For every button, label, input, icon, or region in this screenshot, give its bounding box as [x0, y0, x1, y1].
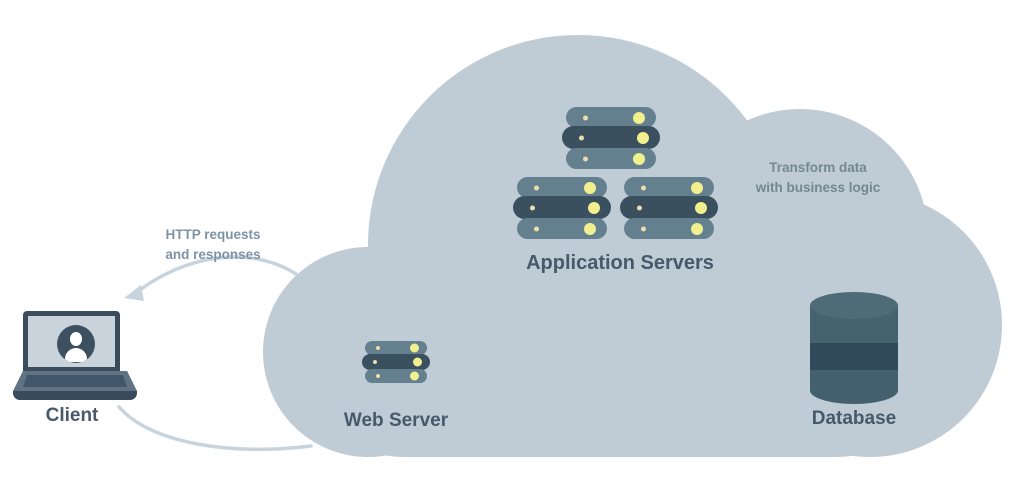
database-icon — [810, 292, 898, 404]
transform-annotation-line1: Transform data — [769, 160, 867, 175]
server-bar — [517, 218, 607, 239]
http-annotation-line1: HTTP requests — [165, 227, 261, 242]
laptop-screen — [23, 311, 120, 371]
server-bar — [624, 177, 714, 198]
server-bar — [624, 218, 714, 239]
app-server-stack-icon — [620, 177, 718, 239]
server-bar — [620, 196, 718, 219]
laptop-display — [28, 316, 115, 367]
server-bar — [562, 126, 660, 149]
laptop-keyboard-well — [23, 375, 127, 387]
server-bar — [365, 341, 427, 355]
server-bar — [513, 196, 611, 219]
web-server-stack-icon — [362, 341, 430, 385]
database-label: Database — [811, 408, 897, 429]
web-server-label: Web Server — [343, 410, 449, 431]
server-bar — [365, 369, 427, 383]
server-bar — [566, 107, 656, 128]
transform-annotation: Transform data with business logic — [756, 158, 881, 198]
server-bar — [517, 177, 607, 198]
app-server-stack-icon — [513, 177, 611, 239]
http-annotation-line2: and responses — [165, 247, 261, 262]
application-servers-label: Application Servers — [526, 252, 714, 274]
app-server-stack-icon — [562, 107, 660, 169]
database-top — [810, 292, 898, 319]
client-label: Client — [45, 405, 99, 426]
server-bar — [566, 148, 656, 169]
laptop-base — [13, 391, 137, 400]
database-band — [810, 343, 898, 370]
database-bottom — [810, 377, 898, 404]
response-arrow-head — [124, 285, 144, 301]
server-bar — [362, 354, 430, 370]
transform-annotation-line2: with business logic — [755, 180, 881, 195]
laptop-keyboard-deck — [13, 371, 137, 391]
user-avatar-icon — [57, 325, 95, 363]
http-annotation: HTTP requests and responses — [165, 225, 260, 265]
